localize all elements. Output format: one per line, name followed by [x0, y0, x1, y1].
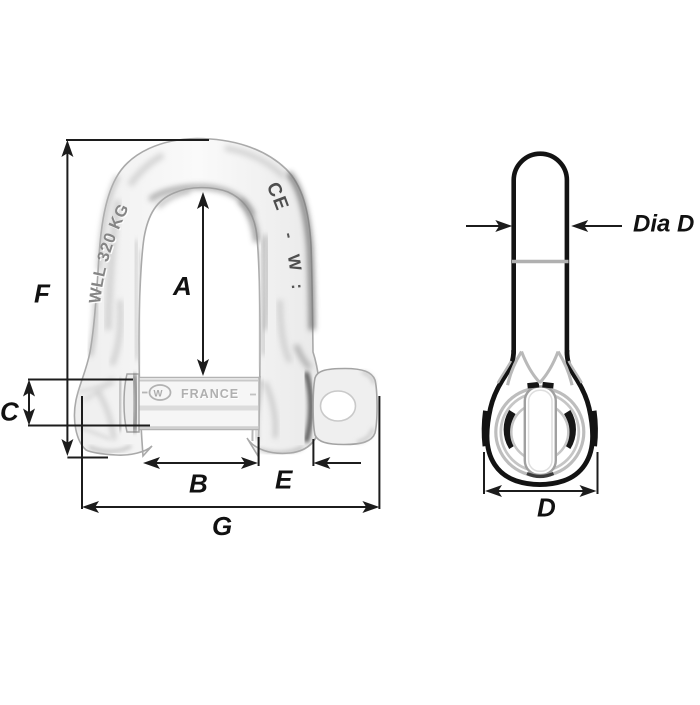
svg-text:Dia D: Dia D: [633, 211, 694, 238]
svg-text:W: W: [284, 253, 305, 273]
svg-text:-: -: [279, 231, 299, 241]
svg-text:D: D: [537, 493, 556, 523]
svg-text::: :: [288, 283, 307, 291]
svg-text:FRANCE: FRANCE: [181, 387, 239, 401]
svg-text:G: G: [212, 511, 232, 541]
svg-text:B: B: [189, 469, 208, 499]
svg-text:C: C: [0, 397, 20, 427]
svg-text:FRANCE: FRANCE: [182, 388, 240, 402]
svg-text:F: F: [34, 279, 51, 309]
svg-text:A: A: [172, 271, 192, 301]
svg-text:E: E: [275, 465, 293, 495]
svg-text:W: W: [154, 389, 163, 400]
